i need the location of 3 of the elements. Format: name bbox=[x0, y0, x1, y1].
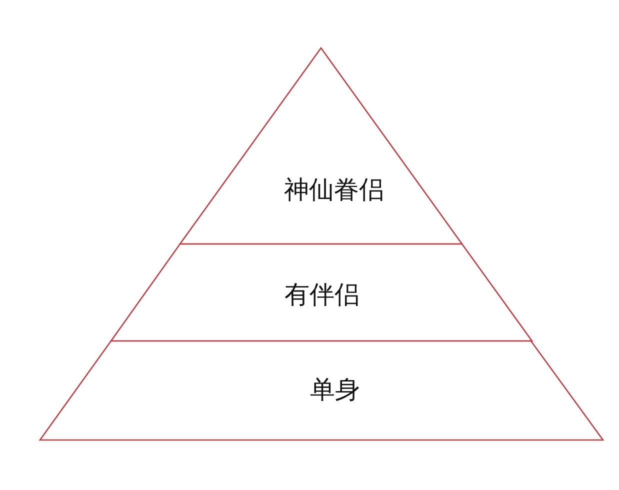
tier-label: 单身 bbox=[310, 376, 360, 404]
tier-label: 有伴侣 bbox=[284, 281, 360, 309]
tier-label: 神仙眷侣 bbox=[284, 176, 384, 204]
